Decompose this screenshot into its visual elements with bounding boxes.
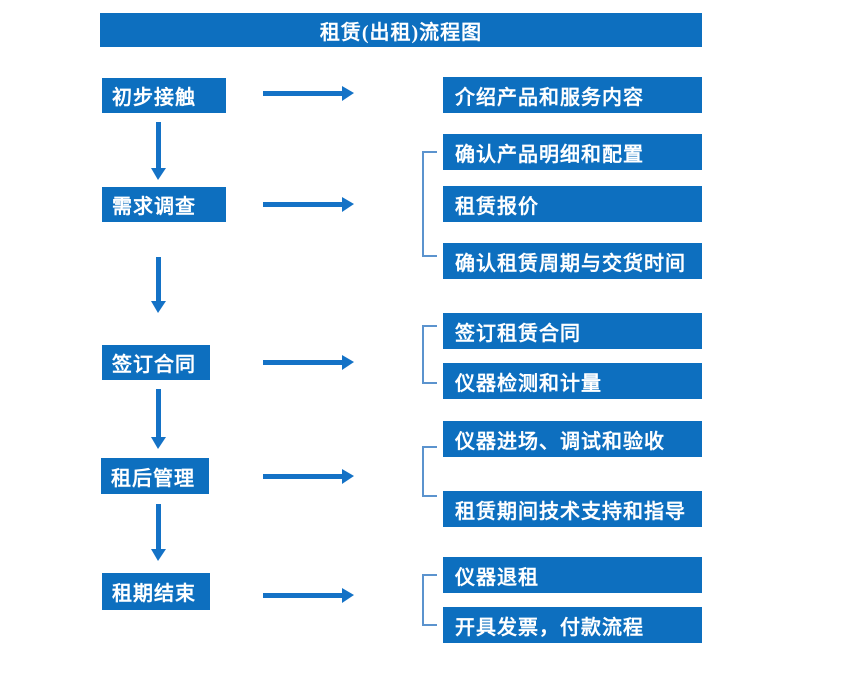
detail-box-instrument-testing: 仪器检测和计量 <box>443 363 702 399</box>
right-arrow-icon <box>263 588 354 603</box>
detail-box-sign-rental-contract: 签订租赁合同 <box>443 313 702 349</box>
detail-box-invoice-payment: 开具发票，付款流程 <box>443 607 702 643</box>
stage-box-post-rental-management: 租后管理 <box>101 458 209 494</box>
down-arrow-icon <box>151 122 166 180</box>
arrow-head <box>151 437 166 449</box>
stage-box-rental-end: 租期结束 <box>102 573 210 610</box>
arrow-shaft <box>263 474 342 479</box>
arrow-head <box>151 168 166 180</box>
stage-box-demand-survey: 需求调查 <box>102 187 226 222</box>
group-bracket <box>422 574 437 626</box>
arrow-head <box>342 355 354 370</box>
stage-box-initial-contact: 初步接触 <box>102 78 226 113</box>
arrow-shaft <box>263 91 342 96</box>
group-bracket <box>422 151 437 257</box>
arrow-shaft <box>263 593 342 598</box>
group-bracket <box>422 446 437 497</box>
arrow-shaft <box>156 122 161 169</box>
arrow-shaft <box>156 389 161 438</box>
arrow-shaft <box>263 202 342 207</box>
arrow-head <box>342 197 354 212</box>
right-arrow-icon <box>263 355 354 370</box>
down-arrow-icon <box>151 257 166 313</box>
detail-box-tech-support: 租赁期间技术支持和指导 <box>443 491 702 527</box>
arrow-shaft <box>156 257 161 302</box>
detail-box-confirm-rental-period: 确认租赁周期与交货时间 <box>443 243 702 279</box>
arrow-shaft <box>263 360 342 365</box>
detail-box-rental-quote: 租赁报价 <box>443 186 702 222</box>
flowchart-title: 租赁(出租)流程图 <box>100 13 702 47</box>
right-arrow-icon <box>263 197 354 212</box>
arrow-head <box>342 588 354 603</box>
detail-box-instrument-setup-acceptance: 仪器进场、调试和验收 <box>443 421 702 457</box>
arrow-head <box>342 86 354 101</box>
arrow-head <box>151 301 166 313</box>
arrow-head <box>342 469 354 484</box>
stage-box-sign-contract: 签订合同 <box>102 345 210 380</box>
arrow-shaft <box>156 504 161 550</box>
detail-box-confirm-product-details: 确认产品明细和配置 <box>443 134 702 170</box>
group-bracket <box>422 325 437 384</box>
detail-box-instrument-return: 仪器退租 <box>443 557 702 593</box>
detail-box-introduce-products: 介绍产品和服务内容 <box>443 77 702 113</box>
arrow-head <box>151 549 166 561</box>
right-arrow-icon <box>263 86 354 101</box>
down-arrow-icon <box>151 504 166 561</box>
right-arrow-icon <box>263 469 354 484</box>
down-arrow-icon <box>151 389 166 449</box>
